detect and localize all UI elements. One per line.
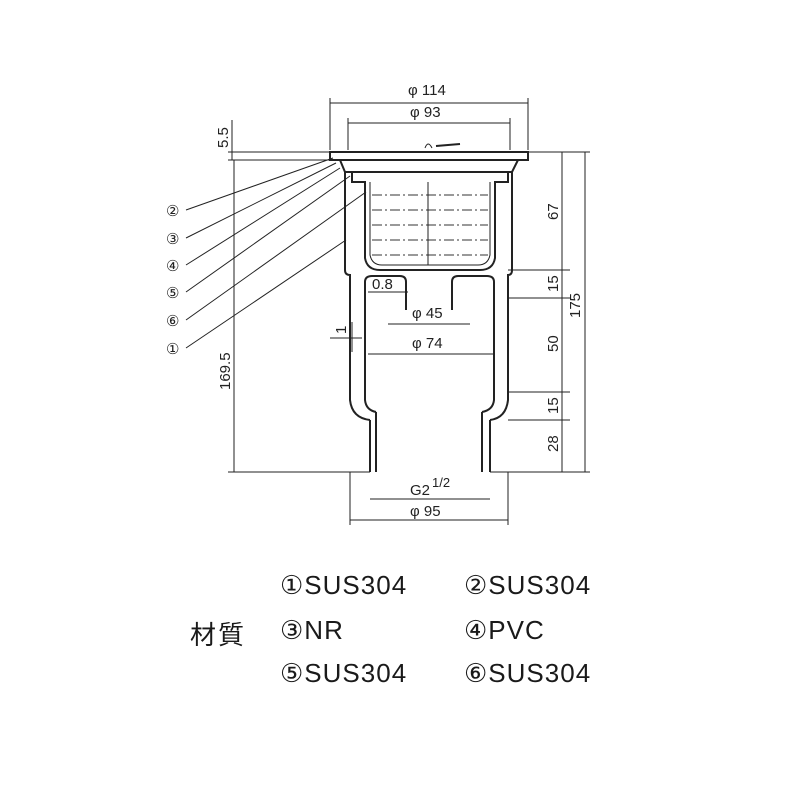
dim-g2-fraction: 1/2 <box>432 475 450 490</box>
drain-section-drawing: φ 114 φ 93 5.5 169.5 <box>166 82 590 525</box>
materials-label: 材質 <box>190 620 247 650</box>
basket <box>351 172 509 271</box>
dim-phi93: φ 93 <box>410 104 441 121</box>
dim-g2: G2 <box>410 482 430 499</box>
dim-phi45: φ 45 <box>412 305 443 322</box>
grating-top <box>329 143 529 173</box>
dim-169-5: 169.5 <box>217 352 234 390</box>
dim-1: 1 <box>333 326 350 334</box>
right-dimensions: 67 15 50 15 28 175 <box>490 151 590 473</box>
dim-5-5-group: 5.5 <box>215 120 340 161</box>
material-item-5: ⑤SUS304 <box>280 658 408 688</box>
callout-3: ③ <box>166 231 179 248</box>
callout-4: ④ <box>166 258 179 275</box>
callout-1: ① <box>166 341 179 358</box>
callout-6: ⑥ <box>166 313 179 330</box>
callout-leaders: ② ③ ④ ⑤ ⑥ ① <box>166 157 367 358</box>
dim-50: 50 <box>545 335 562 352</box>
dim-28: 28 <box>545 435 562 452</box>
material-item-4: ④PVC <box>464 615 545 645</box>
body-walls <box>344 172 513 472</box>
dim-67: 67 <box>545 203 562 220</box>
bottom-dimensions: G2 1/2 φ 95 <box>349 472 509 525</box>
dim-15-b: 15 <box>545 397 562 414</box>
callout-2: ② <box>166 203 179 220</box>
material-item-2: ②SUS304 <box>464 570 592 600</box>
dim-phi95: φ 95 <box>410 503 441 520</box>
dim-5-5: 5.5 <box>215 127 232 148</box>
dim-175: 175 <box>567 293 584 318</box>
material-item-3: ③NR <box>280 615 344 645</box>
dim-15-a: 15 <box>545 275 562 292</box>
callout-5: ⑤ <box>166 285 179 302</box>
materials-table: 材質 ①SUS304 ②SUS304 ③NR ④PVC ⑤SUS304 ⑥SUS… <box>0 560 800 700</box>
inner-dimensions: 0.8 φ 45 φ 74 1 <box>330 276 494 355</box>
top-dimensions: φ 114 φ 93 <box>329 82 529 150</box>
material-item-1: ①SUS304 <box>280 570 408 600</box>
dim-169-5-group: 169.5 <box>217 160 370 473</box>
dim-phi74: φ 74 <box>412 335 443 352</box>
material-item-6: ⑥SUS304 <box>464 658 592 688</box>
dim-phi114: φ 114 <box>408 82 446 99</box>
dim-0-8: 0.8 <box>372 276 393 293</box>
